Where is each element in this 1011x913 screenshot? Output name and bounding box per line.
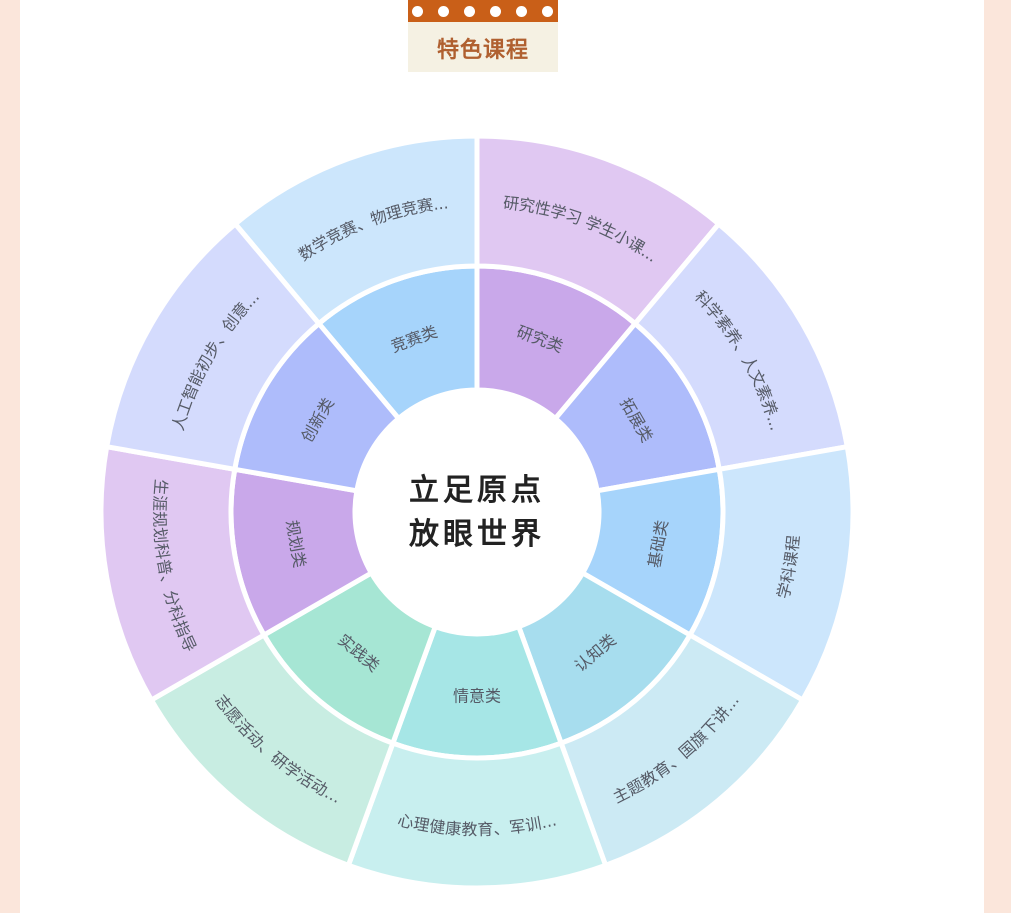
center-line-2: 放眼世界: [408, 517, 545, 552]
section-title: 特色课程: [436, 38, 529, 63]
decor-dot: [490, 6, 501, 17]
decor-dot: [464, 6, 475, 17]
decor-dot: [412, 6, 423, 17]
outer-segment: [104, 221, 322, 472]
title-decor-bar: [408, 0, 558, 22]
decor-dot: [516, 6, 527, 17]
center-circle: [357, 392, 597, 632]
center-line-1: 立足原点: [409, 473, 545, 508]
decor-dot: [542, 6, 553, 17]
inner-segment-label: 情意类: [453, 687, 501, 706]
section-title-tag: 特色课程: [408, 0, 558, 72]
decor-dot: [438, 6, 449, 17]
